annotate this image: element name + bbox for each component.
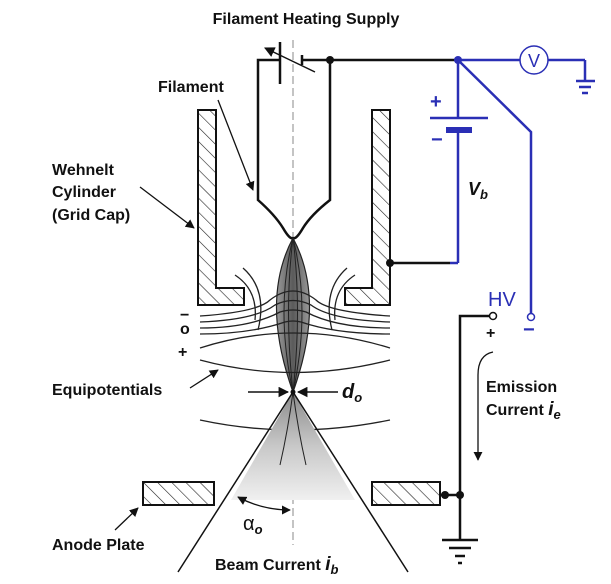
minus-label: − [180,307,189,324]
bias-battery-plate-short [446,127,472,133]
title-filament-heating-supply: Filament Heating Supply [213,11,400,28]
battery-minus-label: − [431,129,443,151]
anode-plate-right [371,481,441,506]
crossover-point [290,389,296,395]
battery-plus-label: + [430,91,442,113]
filament-supply-circuit [256,42,458,195]
equipotentials-pointer [189,369,219,389]
beam-edge-right [292,391,409,573]
emission-label-line2: Current ie [486,399,561,422]
wehnelt-label-line1: Wehnelt [52,162,115,179]
hv-minus-terminal [526,312,536,322]
bias-voltage-label: Vb [468,179,488,202]
plus-label: + [178,344,187,361]
wehnelt-label-line3: (Grid Cap) [52,207,130,224]
wehnelt-pointer [139,186,195,229]
beam-current-label: Beam Current ib [215,554,339,577]
equipotential-lines [199,267,391,431]
hv-plus-label: + [486,325,495,342]
anode-plate-pointer [114,507,139,531]
wehnelt-label-line2: Cylinder [52,184,116,201]
emission-current-arrow [473,351,494,461]
wehnelt-cylinder-left [197,109,245,306]
emission-label-line1: Emission [486,379,557,396]
hv-label: HV [488,289,516,311]
beam-lens-region [275,236,311,394]
filament-label: Filament [158,79,224,96]
blue-annotation-circuit [430,45,595,322]
beam-crossover-rays [279,391,307,466]
angle-arrow [237,496,291,515]
filament [256,195,332,240]
beam-edge-left [177,391,294,573]
anode-plate-label: Anode Plate [52,537,145,554]
crossover-label: do [342,381,362,405]
filament-pointer [217,99,255,191]
beam-cone-fill [231,392,355,500]
voltmeter-label: V [528,51,540,71]
wehnelt-cylinder-right [344,109,391,306]
zero-label: o [180,321,190,338]
variable-arrow-icon [264,47,316,73]
hv-minus-label: − [523,319,535,341]
emission-circuit [440,311,498,565]
anode-plate-left [142,481,215,506]
beam-trajectories [283,237,303,393]
equipotentials-label: Equipotentials [52,382,162,399]
angle-label: αo [243,513,263,537]
hv-plus-terminal [488,311,498,321]
